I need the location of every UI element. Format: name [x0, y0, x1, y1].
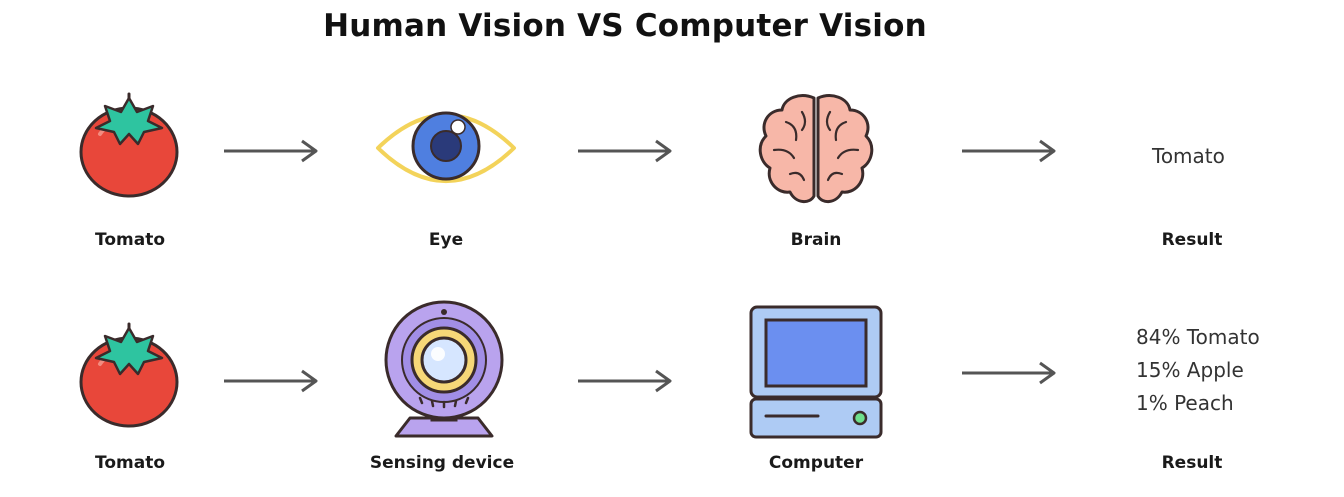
- arrow-right-icon: [222, 366, 322, 396]
- tomato-icon: [78, 92, 182, 198]
- arrow-right-icon: [222, 136, 322, 166]
- human-sensor-label: Eye: [428, 230, 464, 250]
- human-object-label: Tomato: [94, 230, 165, 250]
- arrow-right-icon: [576, 136, 676, 166]
- computer-sensor-label: Sensing device: [369, 453, 515, 473]
- arrow-right-icon: [960, 358, 1060, 388]
- arrow-right-icon: [960, 136, 1060, 166]
- human-processor-label: Brain: [790, 230, 842, 250]
- computer-icon: [748, 304, 884, 440]
- result-line: 84% Tomato: [1136, 325, 1260, 349]
- human-result-text: Tomato: [1152, 144, 1225, 168]
- human-result-label: Result: [1161, 230, 1223, 250]
- result-line: 15% Apple: [1136, 358, 1244, 382]
- webcam-icon: [380, 300, 508, 440]
- brain-icon: [756, 92, 876, 208]
- computer-result-list: 84% Tomato 15% Apple 1% Peach: [1136, 321, 1260, 420]
- tomato-icon: [78, 322, 182, 428]
- arrow-right-icon: [576, 366, 676, 396]
- result-line: 1% Peach: [1136, 391, 1234, 415]
- eye-icon: [374, 94, 518, 202]
- computer-processor-label: Computer: [768, 453, 864, 473]
- computer-result-label: Result: [1161, 453, 1223, 473]
- page-title: Human Vision VS Computer Vision: [323, 8, 927, 44]
- computer-object-label: Tomato: [94, 453, 165, 473]
